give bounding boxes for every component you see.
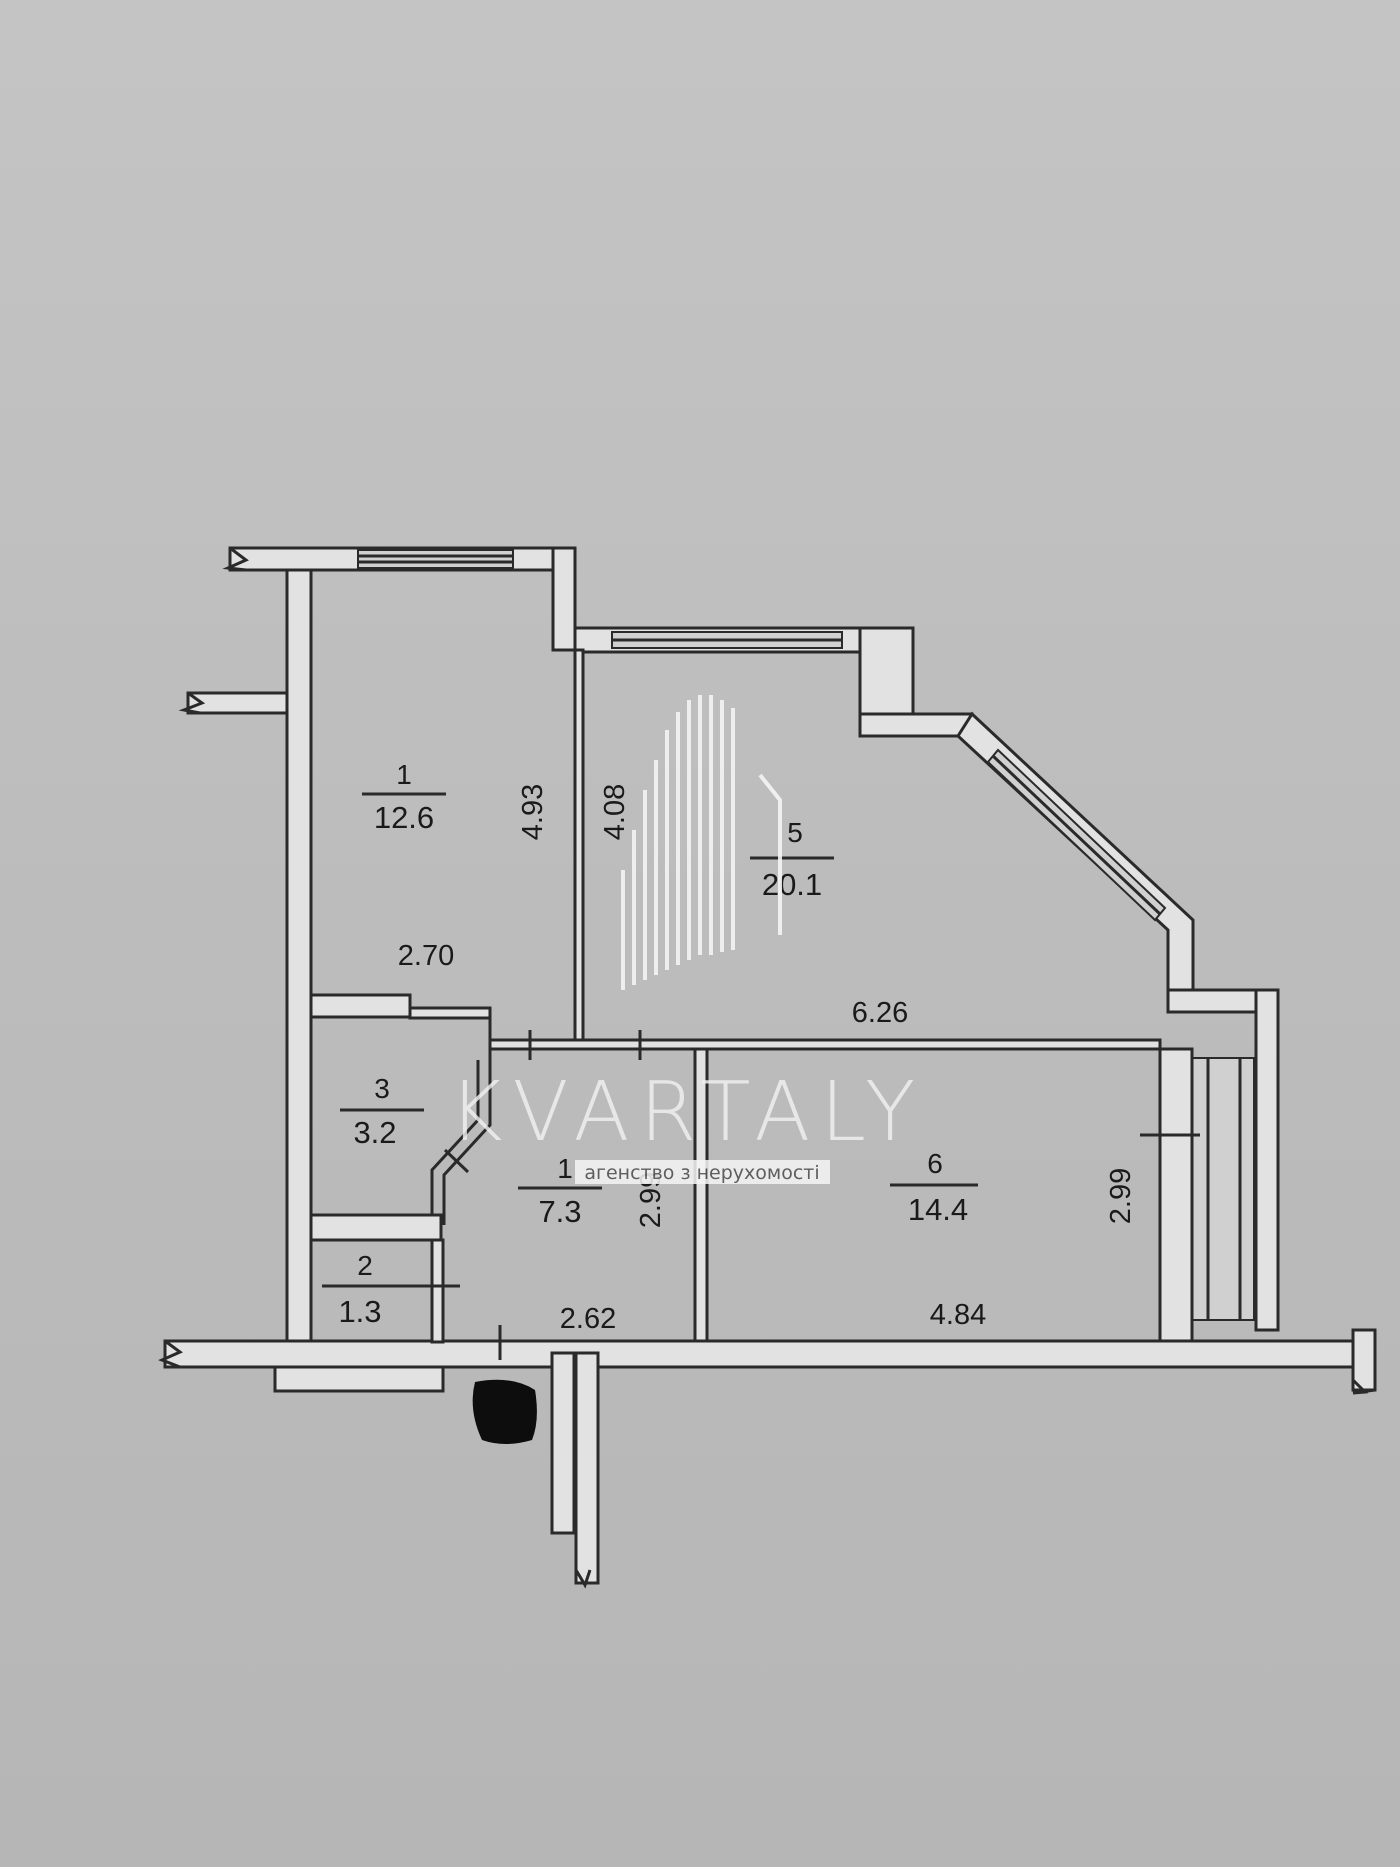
room-3-number: 3 (374, 1073, 390, 1104)
room-3-label: 3 3.2 (340, 1073, 424, 1150)
room-1-label: 1 7.3 (518, 1153, 602, 1229)
room-4-label: 1 12.6 (362, 759, 446, 835)
dimension-room4-width: 2.70 (398, 940, 454, 972)
room-3-area: 3.2 (353, 1115, 396, 1150)
room-5-label: 5 20.1 (750, 817, 834, 902)
room-4-number: 1 (396, 759, 412, 790)
dimension-room6-height: 2.99 (1105, 1168, 1137, 1224)
room-2-area: 1.3 (338, 1294, 381, 1329)
watermark-tagline: агенство з нерухомості (584, 1162, 819, 1184)
room-2-label: 2 1.3 (338, 1250, 381, 1329)
room-5-area: 20.1 (762, 867, 822, 902)
interior-walls (309, 648, 1200, 1360)
dimension-room1-width: 2.62 (560, 1303, 616, 1335)
room-1-number: 1 (557, 1153, 573, 1184)
dimension-room5-height: 4.08 (599, 784, 631, 840)
watermark-logo: KVARTALY агенство з нерухомості (449, 695, 925, 1184)
room-6-number: 6 (927, 1148, 943, 1179)
watermark-brand: KVARTALY (449, 1065, 925, 1160)
dimension-room4-height: 4.93 (517, 784, 549, 840)
dimension-room5-width: 6.26 (852, 997, 908, 1029)
room-6-area: 14.4 (908, 1192, 968, 1227)
room-1-area: 7.3 (538, 1194, 581, 1229)
room-4-area: 12.6 (374, 800, 434, 835)
dimension-room6-width: 4.84 (930, 1299, 986, 1331)
room-6-label: 6 14.4 (890, 1148, 978, 1227)
room-5-number: 5 (787, 817, 803, 848)
riser-marker (472, 1379, 537, 1444)
room-2-number: 2 (357, 1250, 373, 1281)
wall-break-marks (158, 546, 1376, 1589)
